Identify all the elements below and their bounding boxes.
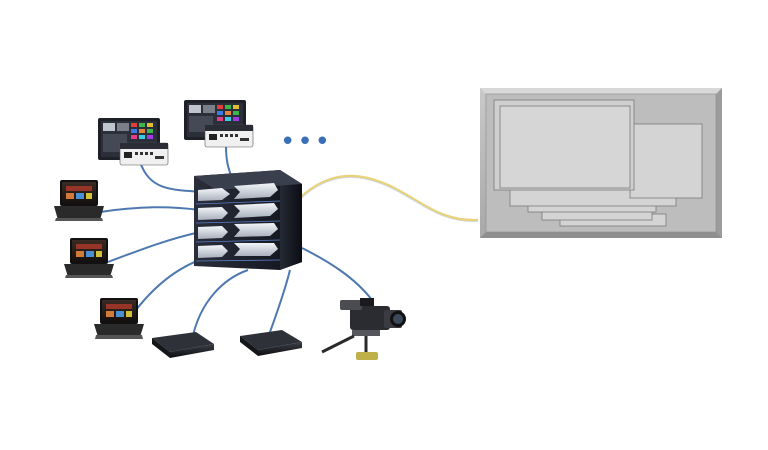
set-top-box-icon <box>240 330 302 356</box>
cable-laptop-2 <box>107 231 201 263</box>
laptop-3[interactable] <box>94 298 144 339</box>
laptop-1[interactable] <box>54 180 104 221</box>
laptop-icon <box>94 298 144 339</box>
cable-decoder-box-2 <box>269 269 291 333</box>
video-wall-display[interactable] <box>480 88 722 238</box>
laptop-icon <box>54 180 104 221</box>
processor-server[interactable] <box>194 170 302 270</box>
cable-laptop-3 <box>129 257 206 319</box>
cable-video-camera <box>301 247 373 301</box>
cable-laptop-1 <box>99 206 201 213</box>
control-panel-1[interactable] <box>98 118 169 166</box>
laptop-2[interactable] <box>64 238 114 278</box>
camera-icon <box>321 298 406 360</box>
set-top-box-icon <box>152 332 214 358</box>
laptop-icon <box>64 238 114 278</box>
display-window-stack <box>493 99 703 227</box>
more-devices-indicator: ••• <box>280 127 333 157</box>
server-icon <box>194 170 302 270</box>
video-camera[interactable] <box>321 298 406 360</box>
cable-control-panel-2 <box>225 145 233 179</box>
control-panel-2[interactable] <box>184 100 254 148</box>
decoder-box-2[interactable] <box>240 330 302 356</box>
fiber-link-to-display <box>299 174 479 222</box>
cable-decoder-box-1 <box>191 269 249 341</box>
decoder-box-1[interactable] <box>152 332 214 358</box>
